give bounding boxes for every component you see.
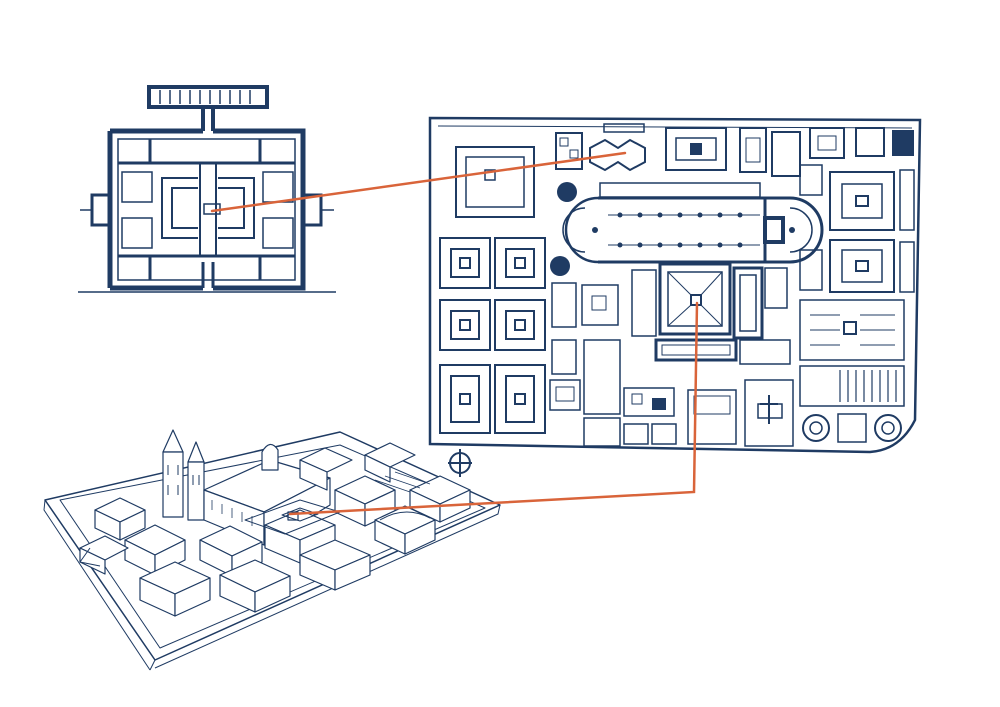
building-floor-plan <box>80 85 334 291</box>
monastery-site-plan <box>428 116 922 454</box>
monastery-perspective <box>43 429 501 671</box>
crossed-circle-icon <box>448 449 472 477</box>
connector-site-plan-to-perspective <box>288 301 699 516</box>
connector-lines <box>210 151 699 516</box>
connector-floor-plan-to-site-plan <box>210 151 627 213</box>
